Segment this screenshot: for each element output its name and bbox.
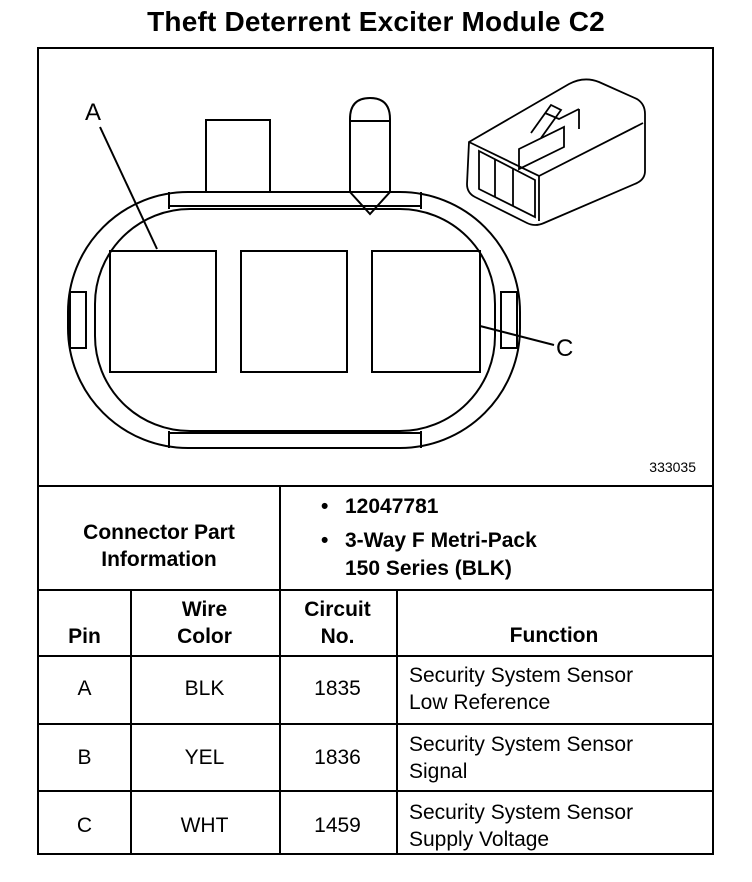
row-a-circuit: 1835 — [314, 677, 361, 700]
row-b-function-line1: Security System Sensor — [409, 733, 634, 756]
part-number: 12047781 — [345, 495, 439, 518]
divider-info — [39, 589, 712, 591]
table-col-divider-3 — [396, 589, 398, 855]
row-b-function: Security System Sensor Signal — [409, 731, 633, 785]
figure-number: 333035 — [649, 459, 696, 475]
row-b-pin: B — [77, 746, 92, 769]
cavity-a — [109, 250, 217, 373]
part-number-item: • 12047781 — [321, 493, 537, 521]
connector-type-item: • 3-Way F Metri-Pack — [321, 527, 537, 555]
connector-type-line1: 3-Way F Metri-Pack — [345, 529, 537, 552]
bullet-icon: • — [321, 529, 329, 552]
connector-key — [205, 119, 271, 192]
connector-info-label-line1: Connector Part — [83, 521, 235, 544]
row-b-function-line2: Signal — [409, 760, 468, 783]
connector-outer-shell — [67, 191, 521, 449]
cavity-c — [371, 250, 481, 373]
row-c-function: Security System Sensor Supply Voltage — [409, 799, 633, 853]
connector-inner-shell — [94, 208, 496, 432]
connector-latch — [349, 96, 391, 216]
header-circuit-line1: Circuit — [304, 598, 371, 621]
leader-c — [479, 325, 555, 346]
header-function: Function — [509, 624, 599, 647]
row-b-wire-color: YEL — [184, 746, 225, 769]
leader-a — [99, 126, 158, 250]
connector-part-details: • 12047781 • 3-Way F Metri-Pack 150 Seri… — [321, 493, 537, 583]
info-column-divider — [279, 485, 281, 589]
row-a-function-line2: Low Reference — [409, 691, 551, 714]
row-c-function-line2: Supply Voltage — [409, 828, 550, 851]
cavity-b — [240, 250, 348, 373]
table-col-divider-2 — [279, 589, 281, 855]
divider-row-a — [39, 723, 712, 725]
row-a-wire-color: BLK — [184, 677, 225, 700]
connector-part-info-label: Connector Part Information — [39, 519, 279, 573]
row-b-circuit: 1836 — [314, 746, 361, 769]
connector-drawing — [67, 78, 646, 449]
connector-sheet: A C 333035 Connector Part Information • … — [37, 47, 714, 855]
row-a-function-line1: Security System Sensor — [409, 664, 634, 687]
pin-a-label: A — [85, 99, 102, 126]
pin-c-label: C — [556, 335, 574, 362]
row-c-pin: C — [76, 814, 93, 837]
connector-left-tab — [69, 291, 87, 349]
divider-row-b — [39, 790, 712, 792]
header-wire-color-line1: Wire — [181, 598, 228, 621]
connector-info-label-line2: Information — [101, 548, 217, 571]
row-c-wire-color: WHT — [180, 814, 229, 837]
row-a-pin: A — [77, 677, 92, 700]
header-wire-color: Wire Color — [130, 596, 279, 650]
divider-diagram — [39, 485, 712, 487]
header-pin: Pin — [68, 625, 101, 648]
connector-right-tab — [500, 291, 518, 349]
row-c-circuit: 1459 — [314, 814, 361, 837]
row-a-function: Security System Sensor Low Reference — [409, 662, 633, 716]
connector-type-line2: 150 Series (BLK) — [345, 557, 512, 580]
page-title: Theft Deterrent Exciter Module C2 — [147, 6, 605, 37]
header-circuit-line2: No. — [320, 625, 355, 648]
header-circuit: Circuit No. — [279, 596, 396, 650]
divider-header — [39, 655, 712, 657]
connector-diagram: A C 333035 — [39, 49, 712, 486]
header-wire-color-line2: Color — [177, 625, 232, 648]
table-col-divider-1 — [130, 589, 132, 855]
row-c-function-line1: Security System Sensor — [409, 801, 634, 824]
connector-iso-view — [466, 78, 646, 226]
bullet-icon: • — [321, 495, 329, 518]
